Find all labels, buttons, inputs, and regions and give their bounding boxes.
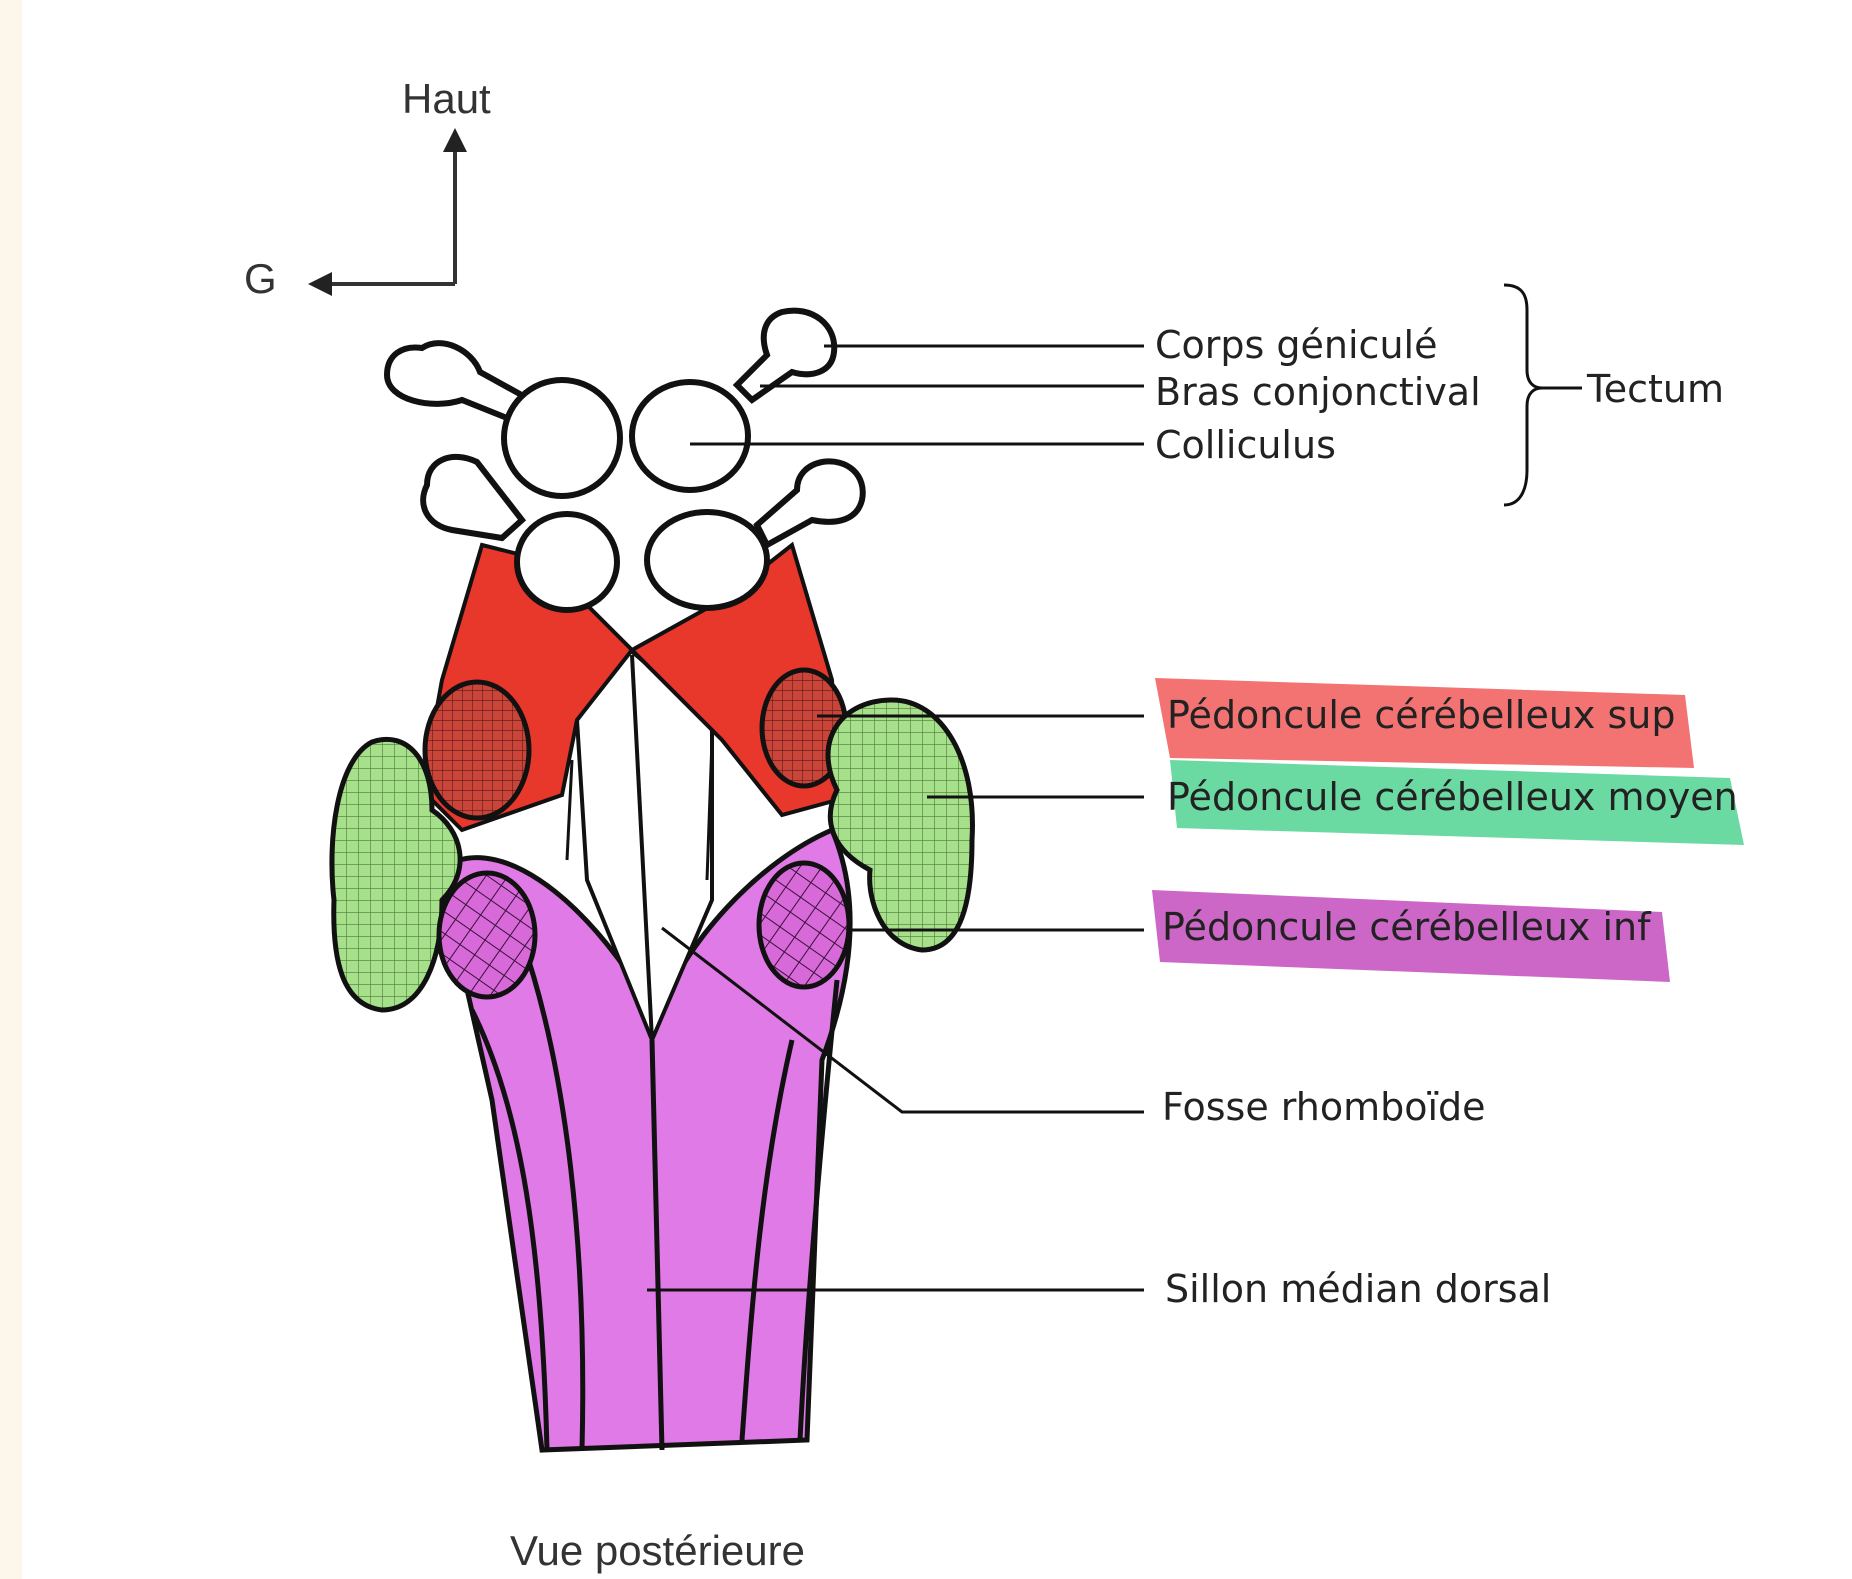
brainstem-diagram: Haut G bbox=[22, 0, 1852, 1579]
caption: Vue postérieure bbox=[510, 1527, 805, 1574]
diagram-canvas: Haut G bbox=[22, 0, 1852, 1579]
label-colliculus: Colliculus bbox=[1155, 423, 1336, 467]
orientation-indicator: Haut G bbox=[244, 75, 491, 302]
label-fosse-rhomboide: Fosse rhomboïde bbox=[1162, 1085, 1486, 1129]
up-arrow-head-icon bbox=[443, 128, 467, 152]
superior-colliculus-right bbox=[632, 382, 748, 490]
inferior-colliculus-right bbox=[647, 512, 767, 608]
label-tectum: Tectum bbox=[1586, 367, 1724, 411]
tectum-bracket bbox=[1504, 285, 1542, 505]
geniculate-body-right-lower bbox=[757, 461, 863, 545]
superior-colliculus-left bbox=[504, 380, 620, 496]
inferior-colliculus-left bbox=[517, 514, 617, 610]
left-arrow-head-icon bbox=[308, 272, 332, 296]
label-pedoncule-sup: Pédoncule cérébelleux sup bbox=[1167, 693, 1675, 737]
inferior-peduncle-section-right bbox=[759, 863, 849, 987]
label-bras-conjonctival: Bras conjonctival bbox=[1155, 370, 1481, 414]
left-label: G bbox=[244, 255, 277, 302]
label-pedoncule-inf: Pédoncule cérébelleux inf bbox=[1162, 905, 1652, 949]
label-pedoncule-moyen: Pédoncule cérébelleux moyen bbox=[1167, 775, 1738, 819]
superior-peduncle-section-left bbox=[425, 682, 529, 818]
label-sillon-median: Sillon médian dorsal bbox=[1165, 1267, 1551, 1311]
geniculate-body-left-lower bbox=[423, 457, 522, 538]
geniculate-body-left-upper bbox=[387, 343, 527, 420]
up-label: Haut bbox=[402, 75, 491, 122]
inferior-peduncle-section-left bbox=[439, 873, 535, 997]
label-corps-genicule: Corps géniculé bbox=[1155, 323, 1437, 367]
